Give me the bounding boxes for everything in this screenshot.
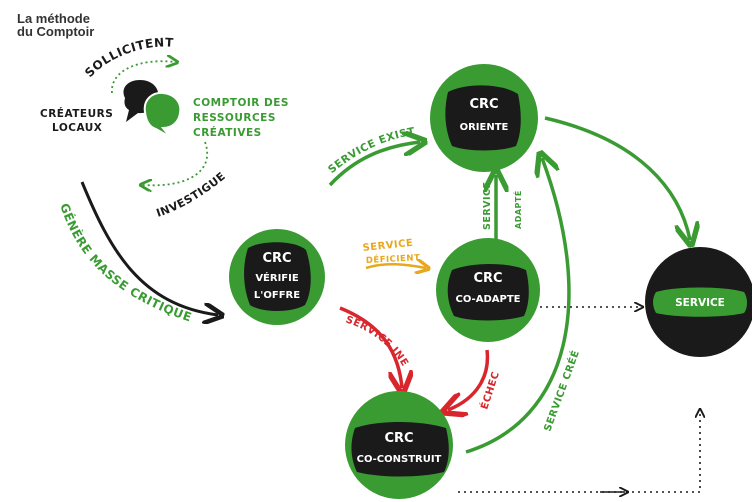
- coconstruit-title: CRC: [384, 431, 413, 446]
- crc-coadapte-node: CRC CO-ADAPTE: [436, 238, 540, 342]
- crc-coconstruit-node: CRC CO-CONSTRUIT: [345, 391, 453, 499]
- verifie-line-1: VÉRIFIE: [255, 271, 299, 284]
- echec-arrow: [448, 349, 490, 410]
- genere-arrow: [80, 181, 218, 315]
- deficient-arrow: [365, 264, 426, 268]
- title-line-1: La méthode: [17, 11, 90, 26]
- coconstruit-to-service-dotted: [458, 412, 700, 493]
- service-label: SERVICE: [675, 297, 725, 309]
- echec-label: ÉCHEC: [477, 370, 501, 411]
- deficient-label-1: SERVICE: [362, 238, 414, 254]
- cree-arrow: [465, 158, 571, 454]
- comptoir-label-3: CRÉATIVES: [193, 126, 262, 139]
- verifie-title: CRC: [262, 251, 291, 266]
- createurs-label-1: CRÉATEURS: [40, 107, 113, 120]
- chat-bubbles-icon: [123, 80, 182, 138]
- sollicitent-arrow: [111, 61, 175, 94]
- adapte-label-1: SERVICE: [482, 182, 493, 231]
- comptoir-label-1: COMPTOIR DES: [193, 97, 289, 109]
- coadapte-title: CRC: [473, 271, 502, 286]
- inexistant-arrow: [339, 306, 402, 388]
- createurs-label-2: LOCAUX: [52, 122, 102, 134]
- oriente-title: CRC: [469, 97, 498, 112]
- coadapte-line-1: CO-ADAPTE: [456, 294, 521, 305]
- adapte-label-2: ADAPTÉ: [512, 190, 523, 229]
- existant-arrow: [328, 142, 420, 187]
- service-node: SERVICE: [645, 247, 752, 357]
- oriente-to-service-arrow: [544, 116, 690, 240]
- title-line-2: du Comptoir: [17, 24, 95, 39]
- crc-oriente-node: CRC ORIENTE: [430, 64, 538, 172]
- sollicitent-label: SOLLICITENT: [82, 35, 174, 80]
- existant-label: SERVICE EXISTANT: [0, 0, 416, 176]
- diagram-title: La méthode du Comptoir: [17, 12, 94, 38]
- coconstruit-line-1: CO-CONSTRUIT: [357, 454, 442, 465]
- comptoir-label-2: RESSOURCES: [193, 112, 276, 124]
- verifie-line-2: L'OFFRE: [254, 290, 300, 301]
- deficient-label-2: DÉFICIENT: [366, 251, 421, 266]
- investigue-arrow: [143, 141, 208, 185]
- oriente-line-1: ORIENTE: [460, 122, 509, 133]
- crc-verifie-node: CRC VÉRIFIE L'OFFRE: [229, 229, 325, 325]
